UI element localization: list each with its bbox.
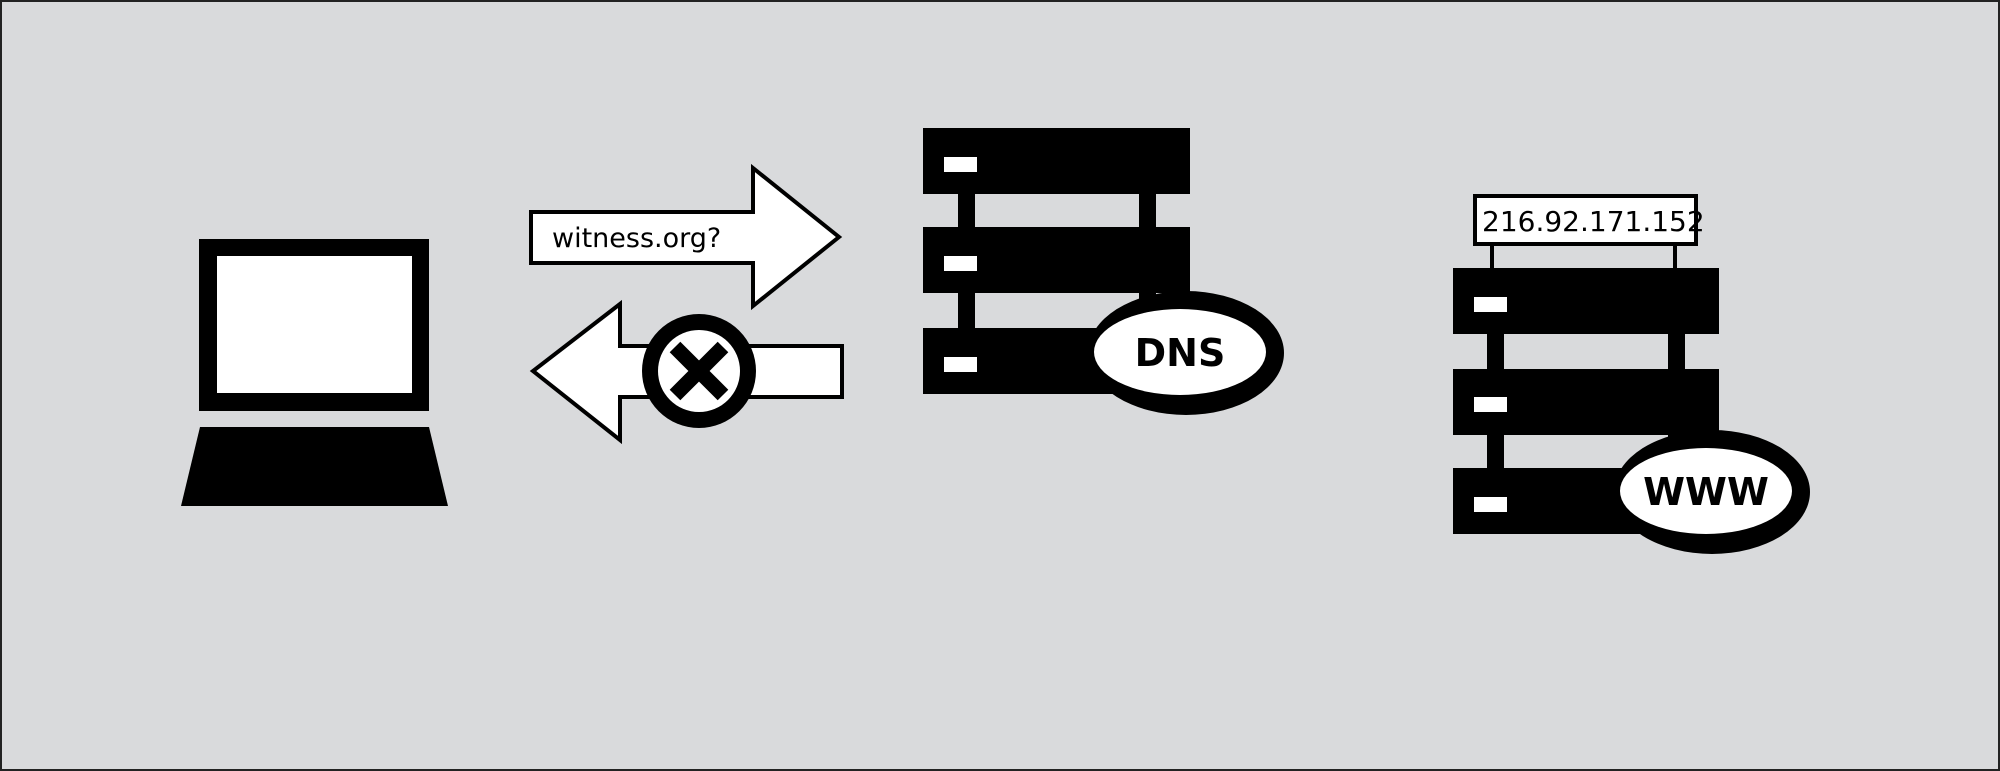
query-arrow-right: witness.org?	[529, 163, 843, 311]
web-server-icon: WWW	[1453, 244, 1810, 554]
dns-server-icon: DNS	[923, 128, 1284, 415]
ip-address-box: 216.92.171.152	[1473, 194, 1705, 246]
www-label: WWW	[1643, 470, 1769, 514]
ip-address-label: 216.92.171.152	[1482, 205, 1705, 238]
query-label: witness.org?	[552, 223, 721, 254]
laptop-icon	[181, 239, 448, 506]
blocked-x-icon	[642, 314, 756, 428]
dns-label: DNS	[1135, 331, 1226, 375]
